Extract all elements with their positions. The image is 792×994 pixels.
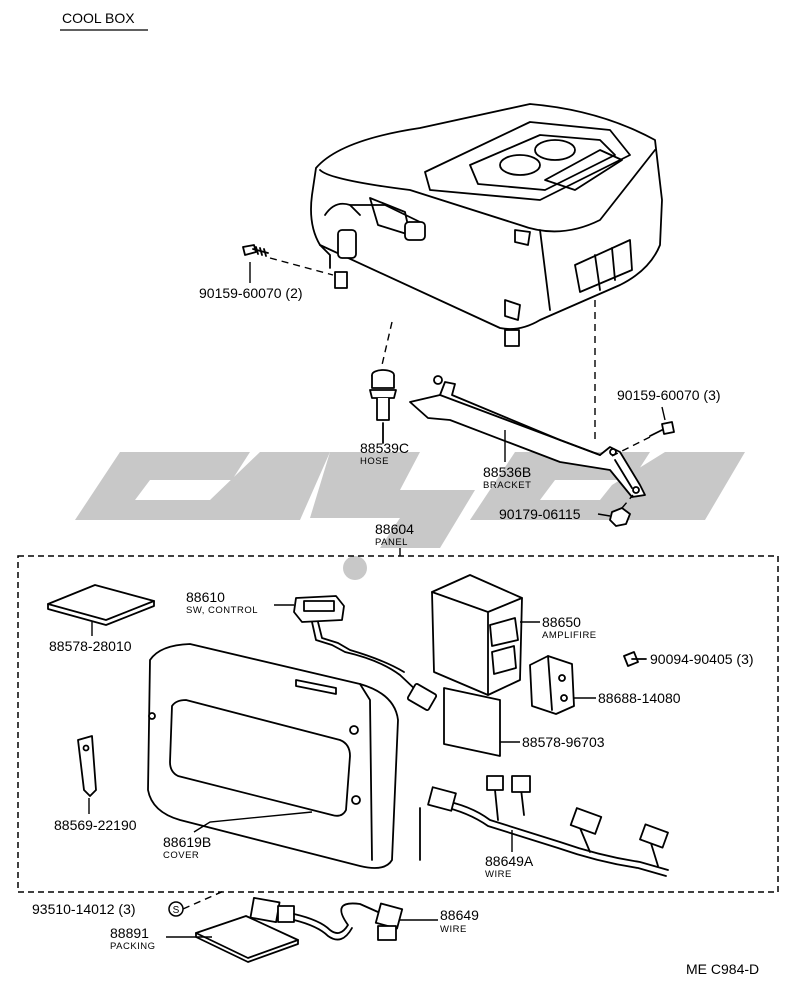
page-title: COOL BOX xyxy=(62,10,135,26)
callout-88569-22190: 88569-22190 xyxy=(54,817,137,833)
dash-unit-to-hose xyxy=(381,321,393,366)
callout-88539c: 88539C xyxy=(360,440,409,456)
callout-88649a: 88649A xyxy=(485,853,534,869)
callout-93510-14012: 93510-14012 (3) xyxy=(32,901,136,917)
callout-88649: 88649 xyxy=(440,907,479,923)
leader-90159-3 xyxy=(661,406,666,421)
callout-88891: 88891 xyxy=(110,925,149,941)
leader-88619b xyxy=(193,811,313,833)
bracket-88688-14080 xyxy=(529,655,575,715)
screw-90159-60070-3 xyxy=(649,421,675,437)
callout-88619b: 88619B xyxy=(163,834,211,850)
amplifier-88650 xyxy=(431,574,523,696)
callout-88536b: 88536B xyxy=(483,464,531,480)
callout-90159-60070-2: 90159-60070 (2) xyxy=(199,285,303,301)
sheet-88578-96703 xyxy=(443,687,501,757)
callout-90094-90405: 90094-90405 (3) xyxy=(650,651,754,667)
callout-88536b-desc: BRACKET xyxy=(483,480,531,491)
screw-90094-90405 xyxy=(623,651,647,667)
panel-group-frame xyxy=(17,555,779,893)
cool-box-unit xyxy=(310,103,663,347)
wire-harness-88649a xyxy=(419,775,669,877)
screw-marker-letter: S xyxy=(173,905,180,916)
callout-88891-desc: PACKING xyxy=(110,941,156,952)
dash-screw-to-unit xyxy=(269,257,334,276)
callout-90159-60070-3: 90159-60070 (3) xyxy=(617,387,721,403)
callout-88604-desc: PANEL xyxy=(375,537,408,548)
callout-88649-desc: WIRE xyxy=(440,924,467,935)
callout-90179-06115: 90179-06115 xyxy=(499,506,581,522)
leader-90179 xyxy=(597,513,611,517)
callout-88539c-desc: HOSE xyxy=(360,456,389,467)
watermark-logo xyxy=(75,452,745,580)
nut-90179-06115 xyxy=(609,507,631,527)
dash-screw-marker xyxy=(182,889,227,910)
diagram-code: ME C984-D xyxy=(686,961,759,977)
sheet-88578-28010 xyxy=(47,584,155,626)
hose-88539c xyxy=(369,369,397,444)
switch-88610 xyxy=(293,595,438,711)
callout-88610: 88610 xyxy=(186,589,225,605)
callout-88688-14080: 88688-14080 xyxy=(598,690,681,706)
wire-88649 xyxy=(249,896,404,941)
callout-88619b-desc: COVER xyxy=(163,850,199,861)
callout-88650: 88650 xyxy=(542,614,581,630)
screw-90159-60070-2 xyxy=(242,244,269,257)
callout-88649a-desc: WIRE xyxy=(485,869,512,880)
clip-88569-22190 xyxy=(77,735,97,797)
callout-88578-96703: 88578-96703 xyxy=(522,734,605,750)
dash-nut-to-bracket xyxy=(621,494,634,509)
callout-88650-desc: AMPLIFIRE xyxy=(542,630,597,641)
bracket-88536b xyxy=(409,375,646,498)
callout-88604: 88604 xyxy=(375,521,414,537)
cover-88619b xyxy=(147,643,399,869)
callout-88610-desc: SW, CONTROL xyxy=(186,605,258,616)
packing-88891 xyxy=(195,915,299,963)
callout-88578-28010: 88578-28010 xyxy=(49,638,132,654)
